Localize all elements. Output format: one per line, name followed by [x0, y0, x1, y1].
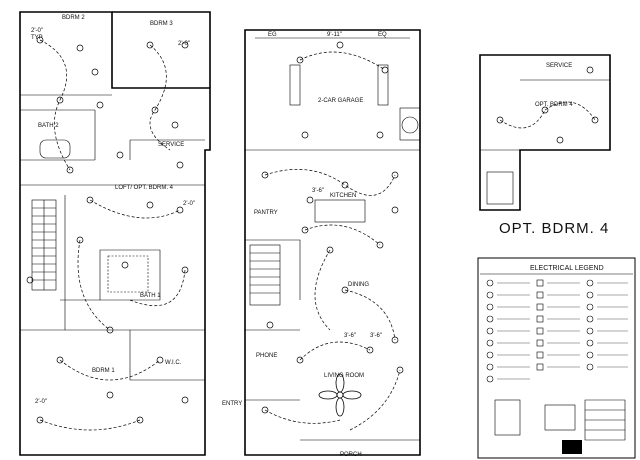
shower: [107, 255, 149, 293]
room-label-bdrm1: BDRM 1: [92, 368, 115, 374]
legend-title: ELECTRICAL LEGEND: [530, 265, 604, 272]
room-label-bdrm2: BDRM 2: [62, 15, 85, 21]
legend-fill-block: [562, 440, 582, 454]
legend-detail: [494, 399, 521, 436]
room-label-entry: ENTRY: [222, 401, 242, 407]
garage-door-track: [289, 64, 301, 106]
utility-box: [399, 107, 421, 141]
dimension-label: 2'-0": [183, 201, 195, 207]
room-label-bdrm3: BDRM 3: [150, 21, 173, 27]
dimension-label: 2'-0": [35, 399, 47, 405]
first-floor-stair: [249, 244, 281, 306]
room-label-service: SERVICE: [158, 142, 184, 148]
room-label-bath1: BATH 1: [140, 293, 161, 299]
room-label-living: LIVING ROOM: [324, 373, 364, 379]
bathtub: [39, 139, 71, 159]
dimension-label: 3'-6": [344, 333, 356, 339]
electrical-legend: ELECTRICAL LEGEND: [477, 257, 636, 459]
garage-door-track: [377, 64, 389, 106]
opt-bdrm4-heading: OPT. BDRM. 4: [499, 220, 609, 237]
room-label-dining: DINING: [348, 282, 369, 288]
annotation-label: EG: [268, 32, 277, 38]
dimension-label: 9'-11": [327, 32, 342, 38]
room-label-phone: PHONE: [256, 353, 277, 359]
dimension-label: 2'-0": [31, 28, 43, 34]
room-label-loft: LOFT/ OPT. BDRM. 4: [115, 185, 174, 191]
dimension-label: 2'-0": [178, 41, 190, 47]
stair: [31, 199, 57, 291]
legend-symbols: [486, 279, 594, 383]
room-label-wic: W.I.C.: [165, 360, 182, 366]
room-label-porch: PORCH: [340, 452, 362, 458]
legend-detail: [544, 404, 576, 431]
room-label-service-right: SERVICE: [546, 63, 572, 69]
first-floor-plan: 2-CAR GARAGE PANTRY KITCHEN DINING PHONE…: [222, 29, 421, 458]
room-label-pantry: PANTRY: [254, 210, 278, 216]
fixture-symbols: [26, 36, 189, 424]
dimension-label: 3'-6": [370, 333, 382, 339]
fixture-symbols: [496, 66, 599, 144]
room-label-bath2: BATH 2: [38, 123, 59, 129]
annotation-label: EQ: [378, 32, 387, 38]
legend-text-lines: [497, 282, 628, 380]
optional-bedroom-plan: SERVICE OPT. BDRM 4 OPT. BDRM. 4: [479, 54, 611, 237]
ceiling-fan-icon: [318, 373, 362, 417]
fixture-symbols: [261, 41, 404, 414]
room-label-kitchen: KITCHEN: [330, 193, 356, 199]
room-label-garage: 2-CAR GARAGE: [318, 98, 363, 104]
second-floor-plan: BDRM 2 BDRM 3 BATH 2 SERVICE LOFT/ OPT. …: [19, 11, 211, 456]
dimension-label: 3'-6": [312, 188, 324, 194]
kitchen-island: [314, 199, 366, 223]
room-label-opt-bdrm4: OPT. BDRM 4: [535, 102, 573, 108]
closet: [486, 171, 514, 205]
